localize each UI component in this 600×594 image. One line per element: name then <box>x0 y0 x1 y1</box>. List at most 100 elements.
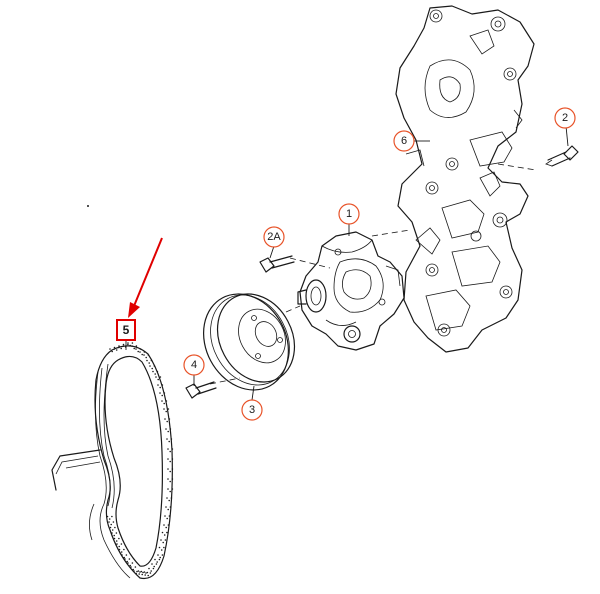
belt-rib-dot <box>118 346 120 349</box>
belt-rib-dot <box>136 570 138 573</box>
belt-rib-dot <box>148 567 150 570</box>
callout-2a-label: 2A <box>267 231 281 243</box>
callout-6-label: 6 <box>401 135 407 147</box>
belt-rib-dot <box>140 570 143 573</box>
belt-rib-dot <box>163 392 166 394</box>
belt-rib-dot <box>123 556 125 559</box>
belt-rib-dot <box>165 410 167 413</box>
belt-rib-dot <box>149 572 152 574</box>
belt-rib-dot <box>142 571 144 574</box>
belt-rib-dot <box>109 526 112 529</box>
belt-rib-dot <box>169 490 171 493</box>
belt-rib-dot <box>141 573 143 576</box>
belt-rib-dot <box>143 351 146 353</box>
belt-rib-dot <box>150 570 152 572</box>
belt-rib-dot <box>163 408 165 410</box>
callout-2: 2 <box>554 107 576 129</box>
belt-rib-dot <box>164 418 166 420</box>
belt-rib-dot <box>161 531 164 534</box>
belt-rib-dot <box>163 534 166 536</box>
belt-rib-dot <box>108 518 111 520</box>
belt-rib-dot <box>125 554 128 556</box>
belt-rib-dot <box>112 521 115 523</box>
belt-rib-dot <box>165 506 167 508</box>
belt-rib-dot <box>152 567 155 570</box>
belt-rib-dot <box>164 539 167 541</box>
callout-6: 6 <box>393 130 430 152</box>
belt-rib-dot <box>110 523 112 526</box>
belt-rib-dot <box>135 348 137 350</box>
belt-rib-dot <box>126 560 128 563</box>
belt-rib-dot <box>124 558 126 560</box>
belt-rib-dot <box>120 347 122 350</box>
pulley <box>202 293 296 401</box>
belt-rib-dot <box>130 566 132 568</box>
belt-rib-dot <box>116 543 118 545</box>
belt-rib-dot <box>170 497 173 499</box>
belt-rib-texture <box>106 342 174 577</box>
belt-rib-dot <box>127 562 129 564</box>
belt-rib-dot <box>152 370 154 373</box>
belt-rib-dot <box>141 353 143 356</box>
belt-rib-dot <box>161 384 164 386</box>
belt-rib-dot <box>135 345 138 347</box>
callout-4-label: 4 <box>191 359 197 371</box>
ribbed-belt <box>51 340 173 580</box>
belt-rib-dot <box>154 373 156 375</box>
belt-rib-dot <box>128 558 131 560</box>
belt-rib-dot <box>164 515 166 517</box>
belt-rib-dot <box>146 359 148 362</box>
belt-rib-dot <box>134 566 137 568</box>
belt-rib-dot <box>166 517 168 520</box>
axis-line <box>209 377 241 385</box>
callout-3-label: 3 <box>249 404 255 416</box>
belt-rib-dot <box>114 526 116 529</box>
belt-rib-dot <box>168 440 170 443</box>
belt-rib-dot <box>139 571 141 573</box>
belt-rib-dot <box>113 348 116 350</box>
belt-rib-dot <box>157 384 159 386</box>
belt-rib-dot <box>159 386 161 389</box>
belt-rib-dot <box>156 561 158 563</box>
belt-rib-dot <box>135 572 137 575</box>
belt-rib-dot <box>143 354 145 356</box>
belt-rib-dot <box>111 515 113 518</box>
belt-rib-dot <box>111 529 114 531</box>
belt-rib-dot <box>139 348 142 350</box>
axis-line <box>285 305 301 313</box>
belt-rib-dot <box>145 356 147 359</box>
axis-line <box>289 257 331 269</box>
belt-rib-dot <box>132 568 134 571</box>
belt-rib-dot <box>108 521 110 523</box>
belt-rib-dot <box>167 430 169 433</box>
belt-rib-dot <box>157 554 159 556</box>
belt-rib-dot <box>121 554 123 556</box>
belt-rib-dot <box>171 488 174 490</box>
belt-rib-dot <box>167 408 170 410</box>
belt-rib-dot <box>163 546 165 549</box>
callout-2a: 2A <box>263 226 285 248</box>
belt-rib-dot <box>144 574 146 576</box>
belt-rib-dot <box>171 458 174 460</box>
belt-rib-dot <box>106 515 109 518</box>
callout-3: 3 <box>241 399 263 421</box>
belt-rib-dot <box>145 572 147 574</box>
belt-rib-dot <box>167 448 169 450</box>
belt-rib-dot <box>169 506 172 508</box>
belt-rib-dot <box>118 548 121 551</box>
belt-rib-dot <box>138 573 140 575</box>
belt-rib-dot <box>168 418 171 420</box>
belt-rib-dot <box>115 532 118 534</box>
belt-rib-dot <box>161 394 163 397</box>
belt-rib-dot <box>167 488 169 490</box>
belt-rib-dot <box>120 551 123 553</box>
belt-rib-dot <box>160 539 162 541</box>
belt-rib-dot <box>151 367 153 370</box>
belt-rib-dot <box>148 362 150 364</box>
belt-rib-dot <box>165 400 168 402</box>
belt-rib-dot <box>122 345 125 347</box>
belt-rib-dot <box>168 499 170 502</box>
belt-rib-dot <box>150 359 153 362</box>
belt-rib-dot <box>123 548 125 551</box>
